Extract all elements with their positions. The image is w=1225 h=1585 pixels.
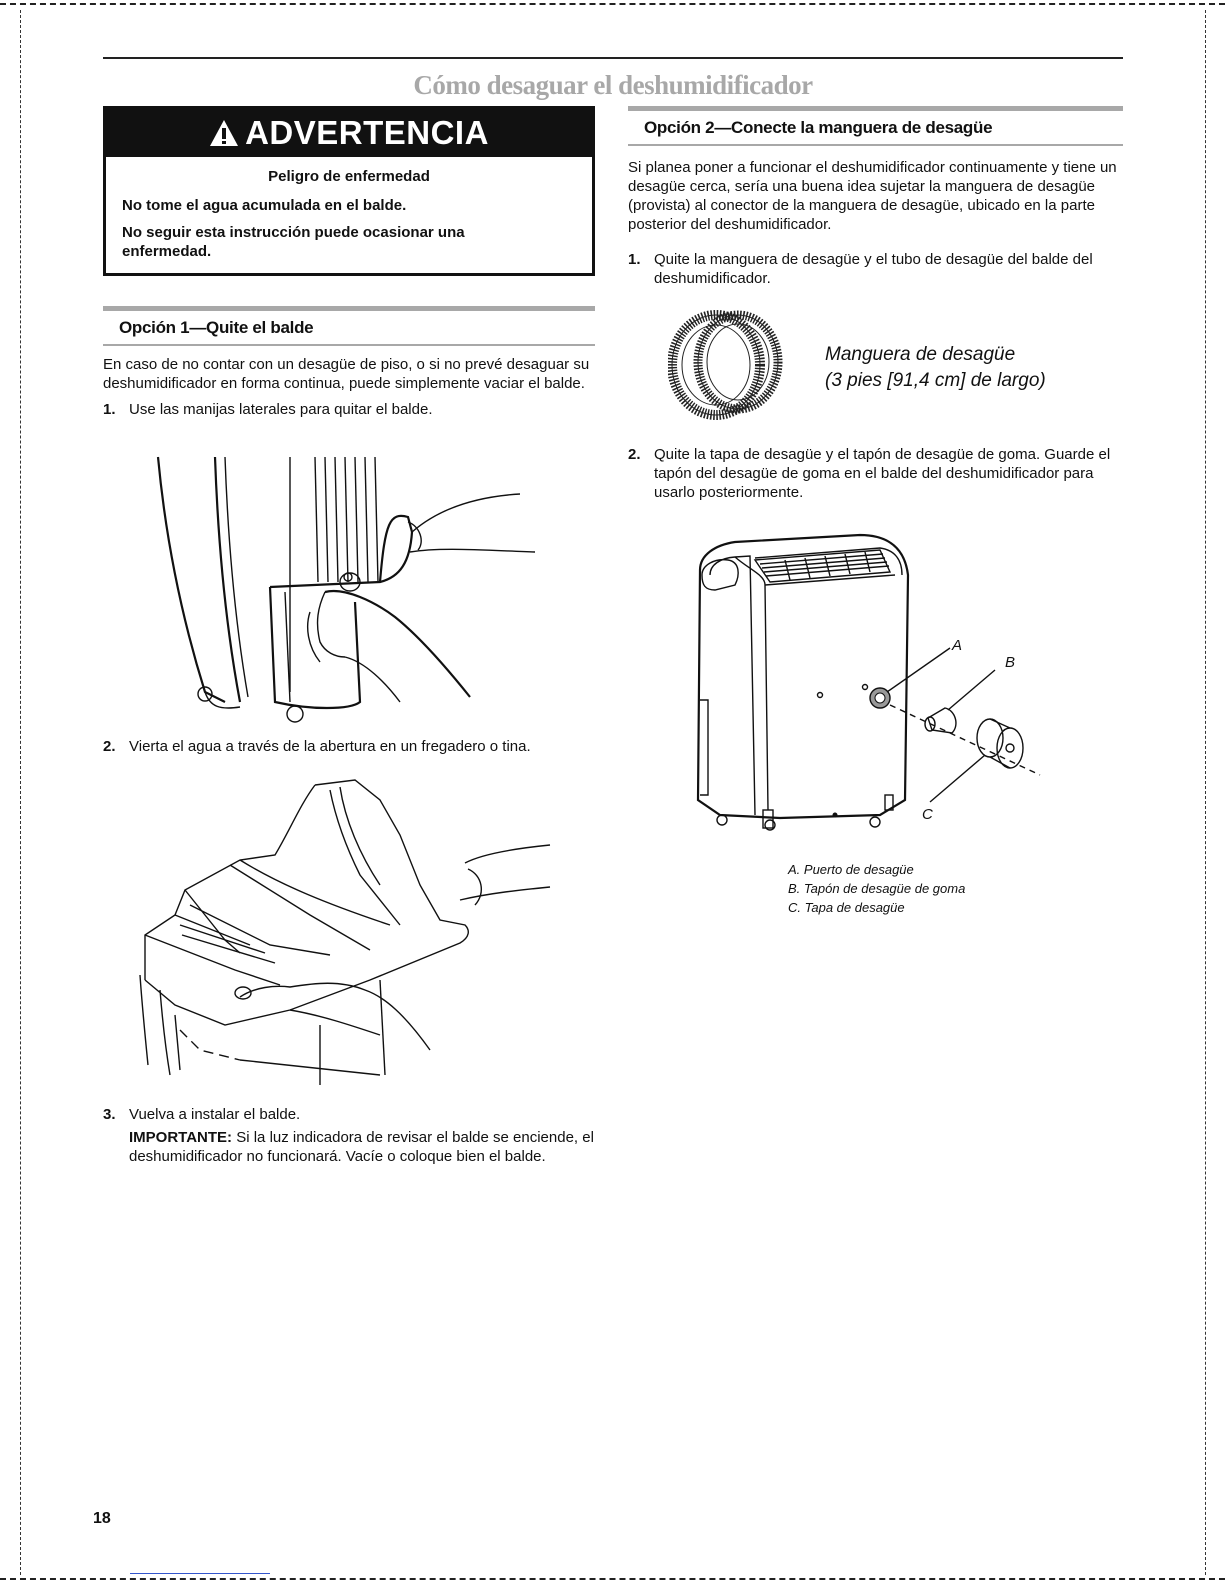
option1-step-2: 2. Vierta el agua a través de la abertur… <box>103 737 595 756</box>
step-text: Quite la tapa de desagüe y el tapón de d… <box>654 446 1111 501</box>
crop-mark-right <box>1205 10 1206 1575</box>
option1-step-1: 1. Use las manijas laterales para quitar… <box>103 400 595 419</box>
crop-mark-left <box>20 10 21 1575</box>
option2-step-2: 2. Quite la tapa de desagüe y el tapón d… <box>628 445 1123 502</box>
crop-mark-top <box>0 3 1225 5</box>
warning-body: Peligro de enfermedad No tome el agua ac… <box>106 157 592 273</box>
option1-step-3-block: 3. Vuelva a instalar el balde. IMPORTANT… <box>103 1105 595 1166</box>
step-text: Vierta el agua a través de la abertura e… <box>129 738 531 755</box>
step-text: Use las manijas laterales para quitar el… <box>129 401 433 418</box>
step-number: 3. <box>103 1106 116 1123</box>
callout-a: A <box>952 637 963 654</box>
option1-important-note: IMPORTANTE: Si la luz indicadora de revi… <box>103 1128 595 1166</box>
warning-header: ADVERTENCIA <box>106 109 592 157</box>
drain-hose-illustration <box>668 310 783 420</box>
page-number: 18 <box>93 1510 111 1527</box>
option1-step-3: 3. Vuelva a instalar el balde. <box>103 1105 595 1124</box>
link-underline <box>130 1573 270 1574</box>
page-title: Cómo desaguar el deshumidificador <box>413 70 813 100</box>
crop-mark-bottom <box>0 1578 1225 1580</box>
warning-heading: ADVERTENCIA <box>245 114 489 151</box>
top-rule <box>103 57 1123 59</box>
step-number: 1. <box>628 251 641 268</box>
warning-icon <box>210 120 239 146</box>
option1-intro: En caso de no contar con un desagüe de p… <box>103 356 590 392</box>
hose-label: Manguera de desagüe (3 pies [91,4 cm] de… <box>825 342 1046 394</box>
top-grille <box>753 549 892 583</box>
important-label: IMPORTANTE: <box>129 1129 233 1146</box>
parts-legend: A. Puerto de desagüe B. Tapón de desagüe… <box>788 860 965 917</box>
step-number: 2. <box>103 738 116 755</box>
important-text: Si la luz indicadora de revisar el balde… <box>129 1129 594 1165</box>
pour-water-illustration <box>139 779 551 1085</box>
step-text: Vuelva a instalar el balde. <box>129 1106 301 1123</box>
option2-intro: Si planea poner a funcionar el deshumidi… <box>628 159 1117 233</box>
side-handle <box>701 558 739 591</box>
hose-label-line-2: (3 pies [91,4 cm] de largo) <box>825 370 1046 391</box>
callout-b: B <box>1005 654 1016 671</box>
legend-item-a: A. Puerto de desagüe <box>788 862 914 877</box>
hose-label-line-1: Manguera de desagüe <box>825 344 1016 365</box>
drain-cap <box>976 718 1024 769</box>
step-number: 2. <box>628 446 641 463</box>
warning-line-2: No seguir esta instrucción puede ocasion… <box>122 224 465 260</box>
remove-bucket-illustration <box>156 456 536 723</box>
rubber-drain-plug <box>924 707 957 734</box>
option1-heading: Opción 1—Quite el balde <box>103 306 595 346</box>
left-column: ADVERTENCIA Peligro de enfermedad No tom… <box>103 106 595 419</box>
dehumidifier-illustration <box>696 533 1041 831</box>
warning-line-1: No tome el agua acumulada en el balde. <box>122 197 407 214</box>
step-number: 1. <box>103 401 116 418</box>
warning-box: ADVERTENCIA Peligro de enfermedad No tom… <box>103 106 595 276</box>
legend-item-b: B. Tapón de desagüe de goma <box>788 881 966 896</box>
callout-c: C <box>922 806 933 823</box>
option2-heading: Opción 2—Conecte la manguera de desagüe <box>628 106 1123 146</box>
step-text: Quite la manguera de desagüe y el tubo d… <box>654 251 1093 287</box>
warning-subheading: Peligro de enfermedad <box>268 168 430 185</box>
right-column: Opción 2—Conecte la manguera de desagüe … <box>628 106 1123 288</box>
option2-step-1: 1. Quite la manguera de desagüe y el tub… <box>628 250 1123 288</box>
legend-item-c: C. Tapa de desagüe <box>788 900 905 915</box>
